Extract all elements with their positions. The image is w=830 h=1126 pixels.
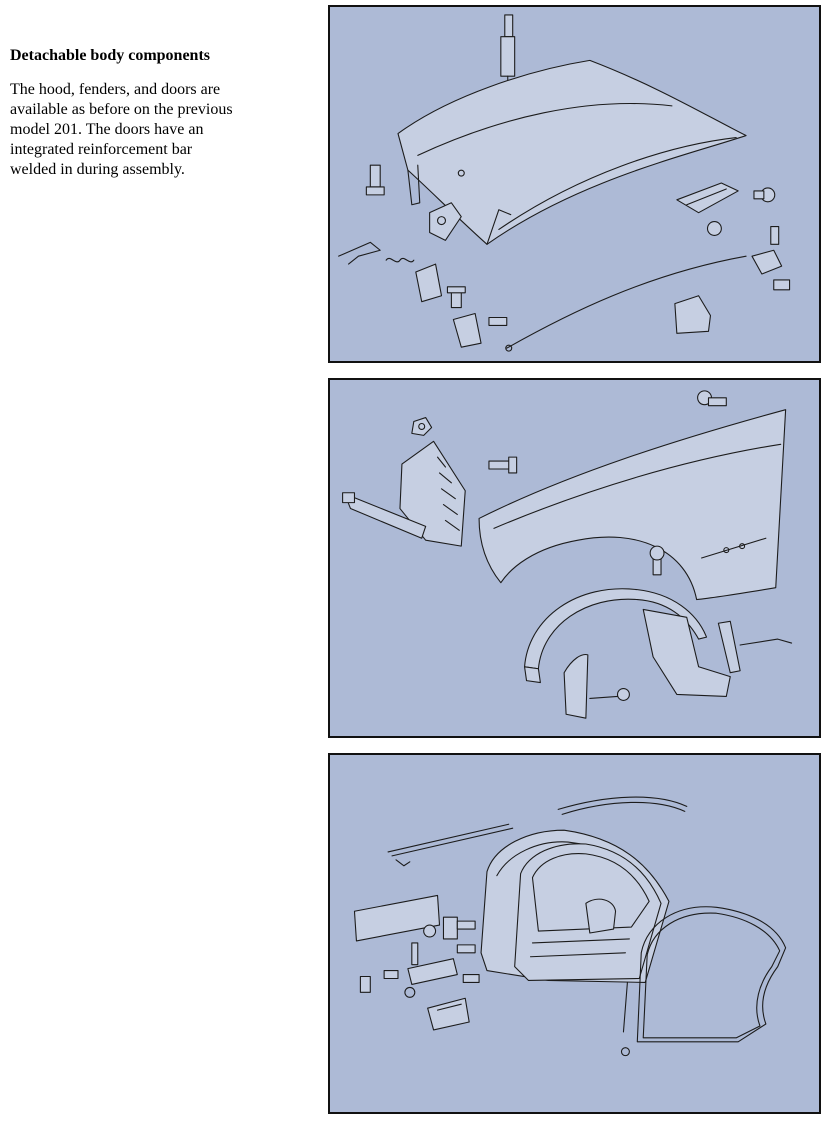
rubber-buffer-icon bbox=[674, 295, 712, 334]
shield-piece-icon bbox=[563, 654, 589, 719]
door-inner-frame-icon bbox=[514, 843, 662, 982]
hood-diagram-panel bbox=[328, 5, 821, 363]
fastener-icon bbox=[359, 970, 399, 993]
clip-icon bbox=[395, 859, 411, 867]
hood-latch-icon bbox=[429, 202, 462, 241]
fastener-icon bbox=[456, 944, 476, 954]
fastener-icon bbox=[770, 225, 780, 245]
article-text: Detachable body components The hood, fen… bbox=[10, 46, 310, 180]
headlamp-bracket-icon bbox=[399, 440, 466, 547]
door-handle-icon bbox=[427, 997, 470, 1031]
bolt-icon bbox=[488, 456, 518, 474]
clip-icon bbox=[620, 1047, 630, 1057]
clip-icon bbox=[773, 279, 791, 291]
bracket-icon bbox=[415, 263, 443, 303]
door-seal-icon bbox=[636, 906, 787, 1043]
door-diagram-panel bbox=[328, 753, 821, 1114]
body-paragraph: The hood, fenders, and doors are availab… bbox=[10, 80, 310, 180]
reinforcement-bar-icon bbox=[353, 894, 441, 942]
trim-strip-icon bbox=[387, 823, 510, 853]
door-hinge-icon bbox=[423, 916, 476, 940]
trim-strip-icon bbox=[557, 796, 688, 810]
body-line: available as before on the previous bbox=[10, 101, 233, 118]
washer-icon bbox=[404, 986, 416, 998]
spring-icon bbox=[385, 257, 415, 263]
door-lock-icon bbox=[407, 942, 458, 985]
hood-lock-icon bbox=[751, 249, 783, 275]
nut-icon bbox=[411, 417, 433, 436]
bolt-icon bbox=[697, 390, 727, 407]
hood-hinge-icon bbox=[676, 182, 739, 214]
side-bracket-icon bbox=[342, 492, 427, 539]
trim-piece-icon bbox=[717, 620, 741, 674]
seal-strip-icon bbox=[622, 981, 628, 1033]
release-cable-icon bbox=[506, 255, 747, 349]
body-line: The hood, fenders, and doors are bbox=[10, 81, 221, 98]
body-line: welded in during assembly. bbox=[10, 161, 185, 178]
bolt-icon bbox=[649, 545, 665, 576]
splash-shield-icon bbox=[642, 608, 731, 697]
fastener-icon bbox=[488, 316, 508, 326]
fastener-icon bbox=[462, 973, 480, 983]
release-lever-icon bbox=[452, 312, 482, 348]
fastener-icon bbox=[365, 164, 385, 196]
body-line: integrated reinforcement bar bbox=[10, 141, 193, 158]
fender-panel-icon bbox=[478, 409, 787, 601]
fastener-icon bbox=[706, 221, 722, 236]
hood-exploded-drawing bbox=[338, 14, 791, 352]
wiring-icon bbox=[739, 638, 793, 646]
pin-icon bbox=[589, 687, 630, 701]
safety-catch-icon bbox=[338, 241, 381, 265]
hood-panel-icon bbox=[397, 59, 747, 245]
section-heading: Detachable body components bbox=[10, 47, 211, 64]
fender-diagram-panel bbox=[328, 378, 821, 738]
wheel-arch-liner-icon bbox=[524, 588, 708, 684]
hood-strut-icon bbox=[500, 14, 516, 85]
door-exploded-drawing bbox=[353, 796, 787, 1057]
fender-exploded-drawing bbox=[342, 390, 793, 719]
body-line: model 201. The doors have an bbox=[10, 121, 204, 138]
fastener-icon bbox=[753, 187, 776, 203]
fastener-icon bbox=[446, 286, 466, 309]
